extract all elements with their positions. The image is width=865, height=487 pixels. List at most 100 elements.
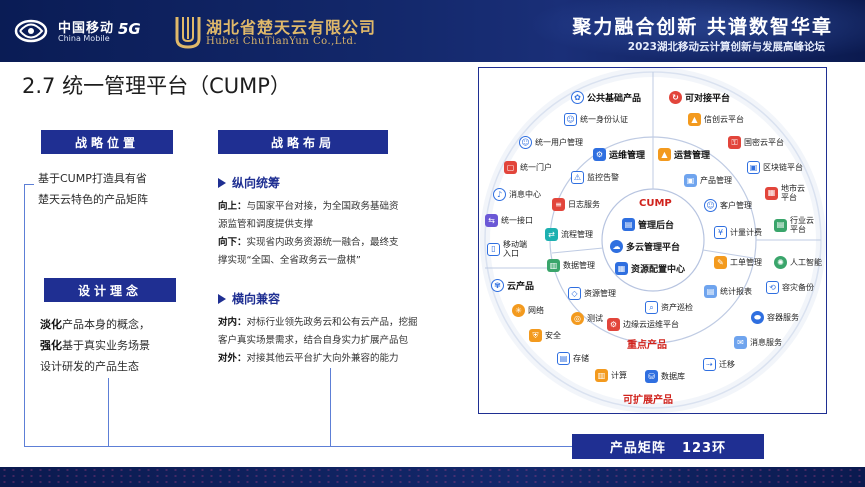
detail-rest: 与国家平台对接，为全国政务基础资: [246, 201, 399, 212]
outer-item: ▤存储: [557, 352, 589, 365]
matrix-label: 产品矩阵: [609, 441, 666, 456]
user-icon: ☺: [704, 199, 717, 212]
detail-bold: 向上：: [218, 201, 247, 212]
outer-item: ▢统一门户: [504, 161, 552, 174]
bell-icon: ♪: [493, 188, 506, 201]
center-item-label: 资源配置中心: [631, 265, 686, 275]
detail-line: 向上：与国家平台对接，为全国政务基础资: [218, 198, 399, 216]
design-line: 设计研发的产品生态: [40, 356, 150, 377]
center-item-label: 多云管理平台: [626, 243, 681, 253]
bracket-line: [108, 378, 109, 446]
admin-icon: ▤: [622, 218, 635, 231]
bracket-line: [24, 184, 34, 185]
outer-item-label: 迁移: [719, 360, 735, 369]
ops-icon: ⚙: [593, 148, 606, 161]
inner-item: ⇄流程管理: [545, 228, 593, 241]
compute-icon: ▥: [595, 369, 608, 382]
page-title: 2.7 统一管理平台（CUMP）: [22, 74, 291, 98]
security-icon: ⛨: [529, 329, 542, 342]
outer-item-label: 移动端入口: [503, 240, 527, 258]
inner-item: ▥数据管理: [547, 259, 595, 272]
detail-line: 客户真实场景需求，结合自身实力扩展产品包: [218, 332, 418, 350]
design-bold: 强化: [40, 339, 62, 352]
detail-bold: 向下：: [218, 237, 247, 248]
outer-item-label: 行业云平台: [790, 216, 814, 234]
outer-item: ☺统一用户管理: [519, 136, 583, 149]
strategy-layout-label: 战略布局: [218, 130, 388, 154]
outer-item-label: 统一用户管理: [535, 138, 583, 147]
outer-item: ▥计算: [595, 369, 627, 382]
outer-item-label: 容灾备份: [782, 283, 814, 292]
network-icon: ✳: [512, 304, 525, 317]
data-icon: ▥: [547, 259, 560, 272]
outer-item: ⇆统一接口: [485, 214, 533, 227]
cloud-icon: ☁: [610, 240, 623, 253]
container-icon: ⬬: [751, 311, 764, 324]
users-icon: ☺: [519, 136, 532, 149]
identity-icon: ☺: [564, 113, 577, 126]
log-icon: ≡: [552, 198, 565, 211]
inner-item: ⚠监控告警: [571, 171, 619, 184]
center-item-resource: ▦资源配置中心: [615, 262, 685, 275]
center-item-label: 管理后台: [638, 221, 675, 231]
outer-item-label: 容器服务: [767, 313, 799, 322]
outer-item-label: 统一身份认证: [580, 115, 628, 124]
resource-center-icon: ▦: [615, 262, 628, 275]
strategy-text-line: 基于CUMP打造具有省: [38, 172, 147, 185]
design-line: 强化基于真实业务场景: [40, 335, 150, 356]
forum-title: 2023湖北移动云计算创新与发展高峰论坛: [627, 41, 825, 53]
inner-item: ⌕资产巡检: [645, 301, 693, 314]
flow-icon: ⇄: [545, 228, 558, 241]
detail-line: 源监管和调度提供支撑: [218, 216, 399, 234]
outer-item: ⚿国密云平台: [728, 136, 784, 149]
outer-item: ✺人工智能: [774, 256, 822, 269]
inner-item: ¥计量计费: [714, 226, 762, 239]
china-mobile-sub: China Mobile: [58, 34, 110, 43]
inner-item-label: 计量计费: [730, 228, 762, 237]
detail-line: 向下：实现省内政务资源统一融合，最终支: [218, 234, 399, 252]
footer-pattern: [0, 467, 865, 487]
detail-rest: 客户真实场景需求，结合自身实力扩展产品包: [218, 335, 409, 346]
industry-icon: ▤: [774, 218, 787, 232]
horizontal-detail: 对内：对标行业领先政务云和公有云产品，挖掘 客户真实场景需求，结合自身实力扩展产…: [218, 314, 418, 368]
blockchain-icon: ▣: [747, 161, 760, 174]
inner-item-label: 流程管理: [561, 230, 593, 239]
outer-item-label: 国密云平台: [744, 138, 784, 147]
slogan: 聚力融合创新 共谱数智华章: [572, 16, 833, 38]
detail-rest: 对标行业领先政务云和公有云产品，挖掘: [246, 317, 418, 328]
xinchuang-icon: ▲: [688, 113, 701, 126]
horizontal-head-text: 横向兼容: [232, 292, 281, 306]
design-rest: 基于真实业务场景: [62, 339, 150, 352]
outer-item: ✿公共基础产品: [571, 91, 641, 104]
inner-item-label: 数据管理: [563, 261, 595, 270]
crypto-icon: ⚿: [728, 136, 741, 149]
outer-item: ✉消息服务: [734, 336, 782, 349]
link-icon: ↻: [669, 91, 682, 104]
inner-item-label: 边缘云运维平台: [623, 320, 679, 329]
backup-icon: ⟲: [766, 281, 779, 294]
outer-item: ♪消息中心: [493, 188, 541, 201]
outer-item-label: 可扩展产品: [623, 395, 673, 406]
ai-icon: ✺: [774, 256, 787, 269]
inner-item: ▤统计报表: [704, 285, 752, 298]
outer-item-label: 云产品: [507, 282, 535, 292]
company-name-en: Hubei ChuTianYun Co.,Ltd.: [206, 36, 358, 47]
detail-bold: 对外：: [218, 353, 247, 364]
outer-item-label: 地市云平台: [781, 184, 805, 202]
inner-item-label: 资产巡检: [661, 303, 693, 312]
5g-logo: 5G: [118, 20, 141, 38]
triangle-bullet-icon: [218, 293, 226, 304]
design-rest: 产品本身的概念，: [62, 318, 150, 331]
inner-item-label: 资源管理: [584, 289, 616, 298]
resource-icon: ◇: [568, 287, 581, 300]
inspect-icon: ⌕: [645, 301, 658, 314]
api-icon: ⇆: [485, 214, 498, 227]
strategy-position-text: 基于CUMP打造具有省 楚天云特色的产品矩阵: [38, 168, 148, 210]
outer-item: ▤行业云平台: [774, 216, 816, 234]
outer-item-label: 计算: [611, 371, 627, 380]
center-item-admin: ▤管理后台: [622, 218, 674, 231]
city-icon: ▦: [765, 186, 778, 200]
outer-item-label: 数据库: [661, 372, 685, 381]
inner-item-label: 工单管理: [730, 258, 762, 267]
inner-item: ◇资源管理: [568, 287, 616, 300]
